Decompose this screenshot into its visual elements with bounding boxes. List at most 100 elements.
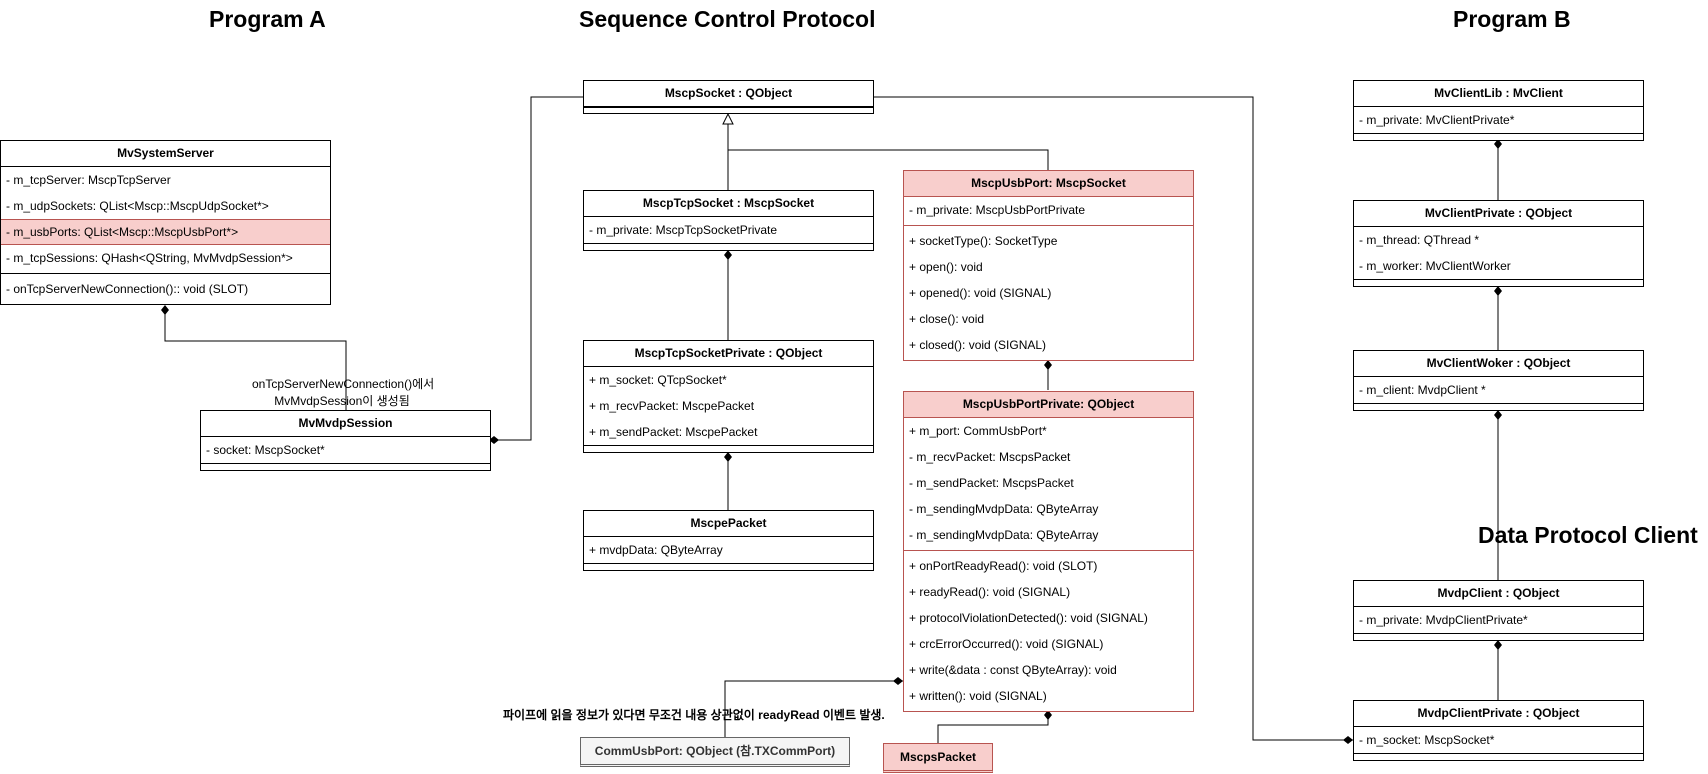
diamond-clientprivate: [1343, 736, 1353, 744]
method-row: + protocolViolationDetected(): void (SIG…: [909, 611, 1148, 625]
attr-row: - m_udpSockets: QList<Mscp::MscpUdpSocke…: [6, 199, 269, 213]
divider: [1354, 403, 1643, 408]
edge-packet-usbprivate: [937, 714, 1049, 745]
attr-row: + mvdpData: QByteArray: [589, 543, 723, 557]
class-mv-mvdp-session[interactable]: MvMvdpSession - socket: MscpSocket*: [200, 410, 491, 471]
class-mvdp-client-private[interactable]: MvdpClientPrivate : QObject - m_socket: …: [1353, 700, 1644, 761]
method-row: + open(): void: [909, 260, 983, 274]
method-row: - onTcpServerNewConnection():: void (SLO…: [6, 282, 249, 296]
class-mvdp-client[interactable]: MvdpClient : QObject - m_private: MvdpCl…: [1353, 580, 1644, 641]
class-title: MscpTcpSocket : MscpSocket: [584, 191, 873, 217]
method-row: + close(): void: [909, 312, 985, 326]
session-note: onTcpServerNewConnection()에서 MvMvdpSessi…: [252, 375, 435, 409]
attr-row: - m_tcpServer: MscpTcpServer: [6, 173, 171, 187]
attr-row: - m_private: MscpUsbPortPrivate: [909, 203, 1086, 217]
class-title: MvSystemServer: [1, 141, 330, 167]
class-title: MscpUsbPort: MscpSocket: [904, 171, 1193, 197]
class-mscp-tcp-socket-private[interactable]: MscpTcpSocketPrivate : QObject + m_socke…: [583, 340, 874, 453]
method-row: + crcErrorOccurred(): void (SIGNAL): [909, 637, 1104, 651]
class-mscp-socket[interactable]: MscpSocket : QObject: [583, 80, 874, 114]
diamond-usbprivate-left: [893, 677, 903, 685]
attr-row: - m_private: MscpTcpSocketPrivate: [589, 223, 778, 237]
protocol-heading: Sequence Control Protocol: [579, 6, 876, 32]
edge-server-session: [164, 309, 347, 410]
inherit-arrowhead: [722, 112, 734, 125]
attr-row: + m_port: CommUsbPort*: [909, 424, 1047, 438]
attr-row: - socket: MscpSocket*: [206, 443, 325, 457]
method-row: + socketType(): SocketType: [909, 234, 1058, 248]
class-mscp-usb-port[interactable]: MscpUsbPort: MscpSocket - m_private: Msc…: [903, 170, 1194, 361]
divider: [1, 273, 330, 274]
edge-usb-inherit: [728, 149, 1049, 170]
class-title: MscpUsbPortPrivate: QObject: [904, 392, 1193, 418]
diamond-client-private: [1494, 286, 1502, 296]
attr-row: - m_sendingMvdpData: QByteArray: [909, 502, 1099, 516]
divider: [1354, 753, 1643, 758]
attr-row: + m_socket: QTcpSocket*: [589, 373, 727, 387]
session-note-line1: onTcpServerNewConnection()에서: [252, 377, 435, 391]
class-mv-client-lib[interactable]: MvClientLib : MvClient - m_private: MvCl…: [1353, 80, 1644, 141]
edge-comm-usbprivate: [724, 680, 903, 737]
class-title: MvClientLib : MvClient: [1354, 81, 1643, 107]
divider: [904, 550, 1193, 551]
class-mscpe-packet[interactable]: MscpePacket + mvdpData: QByteArray: [583, 510, 874, 571]
attr-row: - m_recvPacket: MscpsPacket: [909, 450, 1071, 464]
attr-row: - m_private: MvdpClientPrivate*: [1359, 613, 1528, 627]
class-title: MscpTcpSocketPrivate : QObject: [584, 341, 873, 367]
mscps-packet-box[interactable]: MscpsPacket: [883, 743, 993, 773]
attr-row: - m_tcpSessions: QHash<QString, MvMvdpSe…: [6, 251, 293, 265]
diamond-session: [489, 436, 499, 444]
class-mscp-tcp-socket[interactable]: MscpTcpSocket : MscpSocket - m_private: …: [583, 190, 874, 251]
program-b-heading: Program B: [1453, 6, 1571, 32]
data-client-heading: Data Protocol Client: [1478, 522, 1698, 548]
method-row: + written(): void (SIGNAL): [909, 689, 1047, 703]
class-mv-system-server[interactable]: MvSystemServer - m_tcpServer: MscpTcpSer…: [0, 140, 331, 305]
divider: [584, 563, 873, 568]
divider: [584, 243, 873, 248]
divider: [201, 463, 490, 468]
class-title: MscpSocket : QObject: [584, 81, 873, 107]
attr-row: - m_sendingMvdpData: QByteArray: [909, 528, 1099, 542]
class-mv-client-private[interactable]: MvClientPrivate : QObject - m_thread: QT…: [1353, 200, 1644, 287]
class-mscp-usb-port-private[interactable]: MscpUsbPortPrivate: QObject + m_port: Co…: [903, 391, 1194, 712]
attr-row: - m_private: MvClientPrivate*: [1359, 113, 1515, 127]
divider: [1354, 279, 1643, 284]
class-title: MvMvdpSession: [201, 411, 490, 437]
diamond-tcp: [724, 250, 732, 260]
diamond-usb: [1044, 360, 1052, 370]
method-row: + readyRead(): void (SIGNAL): [909, 585, 1071, 599]
method-row: + onPortReadyRead(): void (SLOT): [909, 559, 1098, 573]
diamond-tcp-private: [724, 452, 732, 462]
divider: [904, 225, 1193, 226]
divider: [1354, 633, 1643, 638]
class-title: MvClientWoker : QObject: [1354, 351, 1643, 377]
class-mv-client-woker[interactable]: MvClientWoker : QObject - m_client: Mvdp…: [1353, 350, 1644, 411]
method-row: + opened(): void (SIGNAL): [909, 286, 1052, 300]
attr-row: - m_thread: QThread *: [1359, 233, 1480, 247]
diamond-woker: [1494, 410, 1502, 420]
class-title: MvdpClient : QObject: [1354, 581, 1643, 607]
divider: [584, 445, 873, 450]
class-title: MscpePacket: [584, 511, 873, 537]
edge-socket-clientprivate: [873, 96, 1353, 741]
diamond-usbprivate-bottom: [1044, 710, 1052, 720]
method-row: + write(&data : const QByteArray): void: [909, 663, 1117, 677]
comm-usb-port-box[interactable]: CommUsbPort: QObject (참.TXCommPort): [580, 737, 850, 767]
method-row: + closed(): void (SIGNAL): [909, 338, 1047, 352]
session-note-line2: MvMvdpSession이 생성됨: [274, 394, 410, 408]
class-title: MvClientPrivate : QObject: [1354, 201, 1643, 227]
class-title: MvdpClientPrivate : QObject: [1354, 701, 1643, 727]
divider: [584, 107, 873, 112]
attr-row: + m_sendPacket: MscpePacket: [589, 425, 758, 439]
edge-session-socket: [494, 96, 583, 441]
attr-row: + m_recvPacket: MscpePacket: [589, 399, 755, 413]
attr-row: - m_client: MvdpClient *: [1359, 383, 1486, 397]
program-a-heading: Program A: [209, 6, 326, 32]
attr-row: - m_socket: MscpSocket*: [1359, 733, 1495, 747]
diamond-mvdp: [1494, 640, 1502, 650]
attr-row: - m_worker: MvClientWorker: [1359, 259, 1511, 273]
diamond-server: [161, 305, 169, 315]
attr-row: - m_sendPacket: MscpsPacket: [909, 476, 1074, 490]
diamond-lib: [1494, 139, 1502, 149]
